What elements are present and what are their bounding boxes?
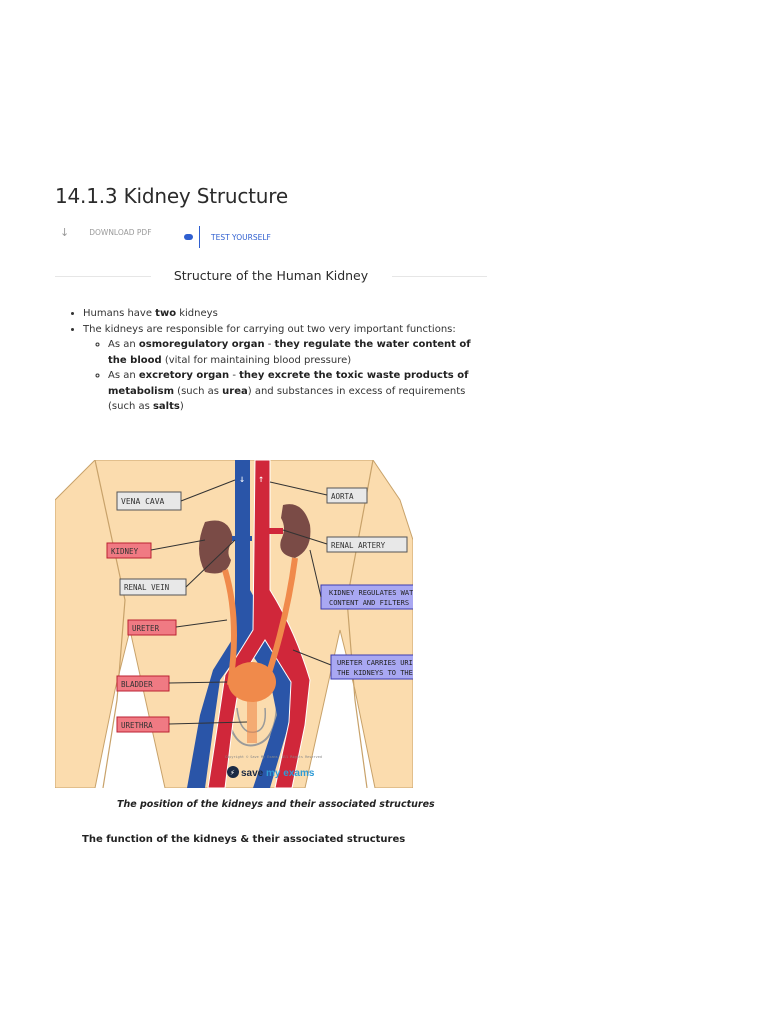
svg-text:↓: ↓ [239, 474, 245, 485]
toolbar: ↓ DOWNLOAD PDF TEST YOURSELF [60, 226, 360, 248]
svg-text:Copyright © Save My Exams. All: Copyright © Save My Exams. All Rights Re… [225, 755, 322, 759]
svg-text:↑: ↑ [258, 474, 264, 485]
svg-text:THE KIDNEYS TO THE BLADDER: THE KIDNEYS TO THE BLADDER [337, 669, 413, 677]
label-ureter: URETER [127, 619, 228, 636]
svg-text:CONTENT AND FILTERS BLOOD: CONTENT AND FILTERS BLOOD [329, 599, 413, 607]
label-renal-vein: RENAL VEIN [119, 539, 236, 596]
note-kidney-regulates: KIDNEY REGULATES WATER CONTENT AND FILTE… [309, 549, 413, 610]
kidney-diagram: ↓ ↑ VENA CAVA KIDNEY RENAL VEIN [55, 460, 413, 788]
test-yourself-label: TEST YOURSELF [211, 232, 271, 242]
svg-text:RENAL ARTERY: RENAL ARTERY [331, 541, 386, 550]
sub-bullet-list: As an osmoregulatory organ - they regula… [83, 337, 480, 415]
svg-text:VENA CAVA: VENA CAVA [121, 497, 165, 506]
page-title: 14.1.3 Kidney Structure [55, 184, 288, 208]
test-yourself-button[interactable]: TEST YOURSELF [184, 226, 271, 248]
section-heading: Structure of the Human Kidney [55, 266, 487, 288]
sub-list-item: As an excretory organ - they excrete the… [108, 368, 480, 415]
note-ureter-carries: URETER CARRIES URINE FROM THE KIDNEYS TO… [292, 649, 413, 680]
label-urethra: URETHRA [116, 716, 248, 733]
left-kidney [199, 520, 233, 574]
bullet-list: Humans have two kidneys The kidneys are … [70, 306, 480, 415]
subheading: The function of the kidneys & their asso… [82, 834, 406, 845]
svg-text:AORTA: AORTA [331, 492, 354, 501]
chat-bubble-icon [184, 234, 193, 240]
svg-text:⚡: ⚡ [230, 768, 235, 777]
download-pdf-label: DOWNLOAD PDF [89, 228, 152, 237]
save-my-exams-logo: ⚡ save my exams [227, 766, 315, 779]
download-arrow-icon: ↓ [60, 226, 70, 239]
list-item: Humans have two kidneys [83, 306, 480, 322]
svg-text:RENAL VEIN: RENAL VEIN [124, 583, 169, 592]
label-aorta: AORTA [269, 481, 368, 504]
label-bladder: BLADDER [116, 675, 228, 692]
figure-caption: The position of the kidneys and their as… [117, 799, 435, 810]
section-divider-left [55, 276, 151, 277]
section-divider-right [392, 276, 487, 277]
label-vena-cava: VENA CAVA [116, 479, 236, 511]
sub-list-item: As an osmoregulatory organ - they regula… [108, 337, 480, 368]
aorta-vessel [207, 460, 311, 788]
svg-text:URETHRA: URETHRA [121, 721, 153, 730]
svg-text:URETER: URETER [132, 624, 160, 633]
label-renal-artery: RENAL ARTERY [282, 529, 408, 553]
download-pdf-button[interactable]: ↓ DOWNLOAD PDF [60, 226, 152, 239]
list-item: The kidneys are responsible for carrying… [83, 322, 480, 415]
svg-text:KIDNEY REGULATES WATER: KIDNEY REGULATES WATER [329, 589, 413, 597]
bladder-organ [228, 662, 276, 702]
notes-content: Humans have two kidneys The kidneys are … [70, 306, 480, 415]
svg-text:URETER CARRIES URINE FROM: URETER CARRIES URINE FROM [337, 659, 413, 667]
svg-text:KIDNEY: KIDNEY [111, 547, 139, 556]
toolbar-divider [199, 226, 200, 248]
right-kidney [280, 504, 311, 558]
label-kidney: KIDNEY [106, 539, 206, 559]
svg-text:save my exams: save my exams [241, 768, 315, 779]
section-title: Structure of the Human Kidney [173, 268, 369, 283]
svg-text:BLADDER: BLADDER [121, 680, 153, 689]
vena-cava-vessel [187, 460, 295, 788]
